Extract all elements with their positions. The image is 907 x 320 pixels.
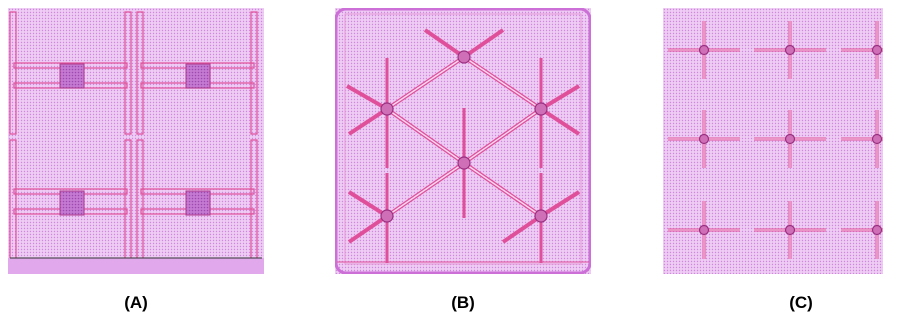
panel-c: [663, 8, 883, 274]
cross-anchor-6: [841, 110, 883, 168]
cross-anchor-8: [754, 201, 826, 259]
cross-anchor-3: [841, 21, 883, 79]
panel-a-drawing: [8, 8, 264, 274]
cross-anchor-5: [754, 110, 826, 168]
cross-anchor-9: [841, 201, 883, 259]
panel-c-drawing: [663, 8, 883, 274]
panel-a-proof-masses: [59, 63, 211, 216]
cross-anchor-2: [754, 21, 826, 79]
panel-b: [335, 8, 591, 274]
panel-c-cross-grid: [668, 21, 883, 259]
panel-c-caption: (C): [789, 293, 813, 312]
panel-b-frame: [335, 8, 591, 274]
panel-b-caption: (B): [451, 293, 475, 312]
panel-b-beam-highlights: [386, 56, 542, 217]
panel-b-drawing: [335, 8, 591, 274]
cross-anchor-7: [668, 201, 740, 259]
panel-a: [8, 8, 264, 274]
cross-anchor-1: [668, 21, 740, 79]
panel-b-nodes: [380, 50, 548, 223]
panel-b-inner-frame: [344, 13, 582, 265]
panel-a-caption: (A): [124, 293, 148, 312]
panel-c-background: [663, 8, 883, 274]
panel-a-bottom-strip: [8, 258, 264, 274]
panel-a-background: [8, 8, 264, 274]
cross-anchor-4: [668, 110, 740, 168]
